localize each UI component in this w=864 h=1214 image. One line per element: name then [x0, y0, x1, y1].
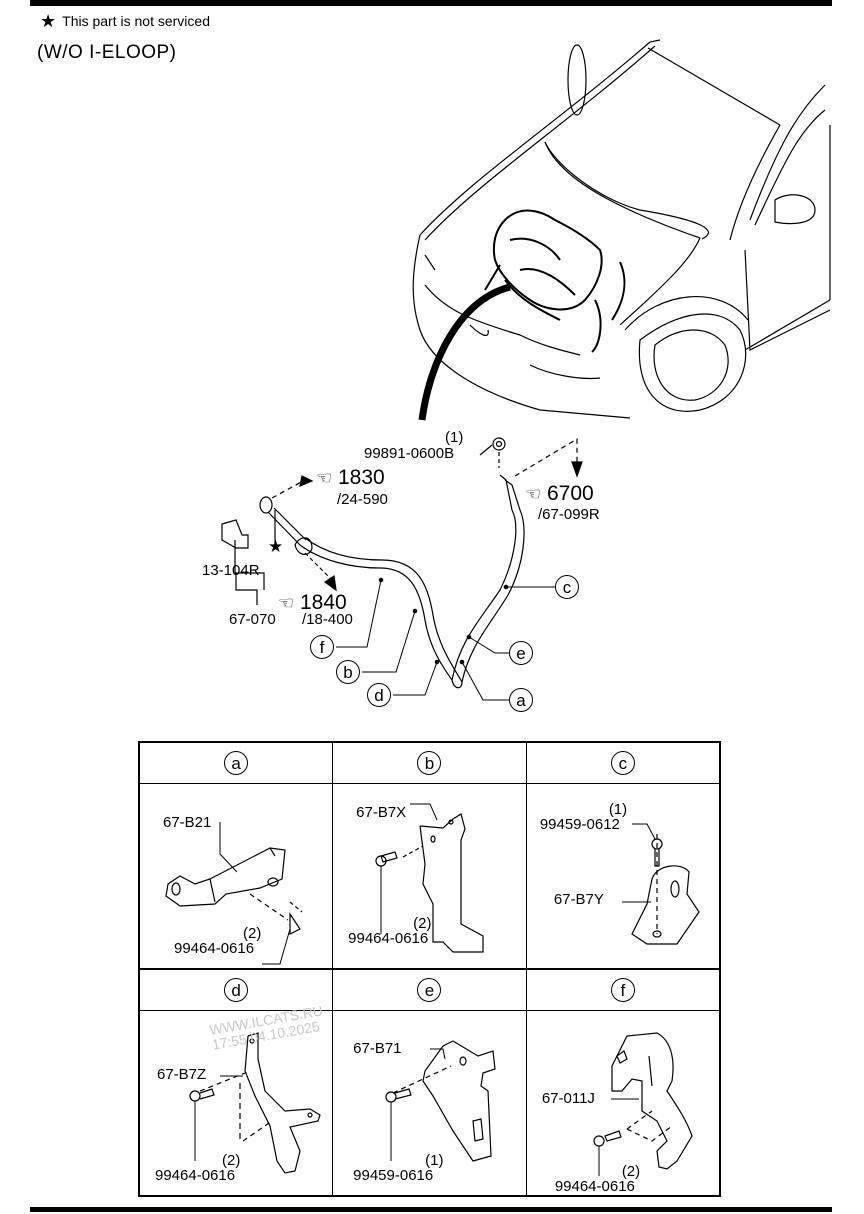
part-13-104r-shape	[221, 519, 265, 605]
hand-pointer-icon: ☜	[278, 593, 295, 613]
variant-label: (W/O I-ELOOP)	[37, 42, 177, 63]
bracket-67-b71-drawing	[385, 1040, 496, 1162]
detail-header-f: f	[525, 968, 721, 1011]
ref-1840-sub[interactable]: /18-400	[302, 611, 353, 628]
hand-pointer-icon: ☜	[316, 468, 333, 488]
detail-header-b: b	[332, 741, 527, 784]
detail-key-b[interactable]: b	[417, 751, 442, 775]
detail-cell-b: 67-B7X (2) 99464-0616	[332, 783, 527, 970]
harness-tube	[451, 474, 525, 689]
ref-6700[interactable]: ☜ 6700	[525, 483, 594, 504]
part-67-011j[interactable]: 67-011J	[541, 1090, 595, 1107]
nut-qty: (1)	[445, 429, 464, 446]
bolt-qty-a: (2)	[243, 925, 262, 942]
legend-note-text: This part is not serviced	[62, 13, 210, 29]
ref-1830-sub[interactable]: /24-590	[337, 491, 388, 508]
part-67-b71[interactable]: 67-B71	[353, 1040, 402, 1057]
star-icon: ★	[268, 537, 284, 556]
legend-note: ★ This part is not serviced	[40, 12, 210, 30]
detail-header-c: c	[525, 741, 721, 784]
hand-pointer-icon: ☜	[525, 484, 542, 504]
detail-cell-a: 67-B21 (2) 99464-0616	[138, 783, 334, 970]
bolt-c[interactable]: 99459-0612	[539, 816, 620, 833]
connector-1830	[259, 475, 314, 546]
bolt-qty-e: (1)	[425, 1152, 444, 1169]
nut-icon	[492, 437, 506, 451]
ref-1840-number: 1840	[299, 591, 347, 614]
bracket-67-b21-drawing	[165, 822, 303, 965]
engine-harness	[484, 209, 626, 353]
detail-header-a: a	[138, 741, 334, 784]
detail-header-e: e	[332, 968, 527, 1011]
bracket-67-b7x-drawing	[375, 803, 484, 953]
bracket-67-b7y-drawing	[621, 823, 700, 945]
callout-a[interactable]: a	[509, 688, 533, 712]
ref-1840[interactable]: ☜ 1840	[278, 592, 347, 613]
detail-key-e[interactable]: e	[417, 978, 442, 1002]
callout-c[interactable]: c	[555, 575, 579, 599]
detail-key-f[interactable]: f	[610, 978, 635, 1002]
bracket-67-b7z-drawing	[189, 1032, 321, 1174]
detail-table: a b c 67-B21 (2) 99464-0616	[138, 741, 721, 1197]
detail-key-a[interactable]: a	[224, 751, 249, 775]
harness-tube-left	[299, 537, 463, 683]
nut-part-number[interactable]: 99891-0600B	[364, 445, 455, 462]
ref-6700-sub[interactable]: /67-099R	[538, 506, 600, 523]
detail-key-c[interactable]: c	[610, 751, 635, 775]
bolt-a[interactable]: 99464-0616	[174, 940, 255, 957]
callout-b[interactable]: b	[336, 660, 360, 684]
callout-leaders	[336, 577, 555, 701]
ref-1830[interactable]: ☜ 1830	[316, 467, 385, 488]
detail-cell-d: 67-B7Z (2) 99464-0616	[138, 1010, 334, 1197]
vehicle-outline	[412, 39, 831, 419]
detail-cell-e: 67-B71 (1) 99459-0616	[332, 1010, 527, 1197]
part-13-104r[interactable]: 13-104R	[202, 562, 260, 579]
part-67-070[interactable]: 67-070	[229, 611, 276, 628]
part-67-b7z[interactable]: 67-B7Z	[157, 1066, 207, 1083]
star-icon: ★	[40, 11, 57, 31]
bolt-qty-f: (2)	[621, 1163, 641, 1180]
part-67-b21[interactable]: 67-B21	[163, 814, 212, 831]
ref-6700-number: 6700	[546, 482, 594, 505]
bolt-qty-d: (2)	[222, 1152, 241, 1169]
main-illustration	[221, 39, 831, 701]
part-67-b7y[interactable]: 67-B7Y	[553, 891, 604, 908]
bolt-d[interactable]: 99464-0616	[155, 1167, 236, 1184]
callout-f[interactable]: f	[310, 635, 334, 659]
locator-sweep	[418, 283, 511, 421]
detail-cell-f: 67-011J (2) 99464-0616	[525, 1010, 721, 1197]
detail-key-d[interactable]: d	[224, 978, 249, 1002]
callout-d[interactable]: d	[367, 683, 391, 707]
bracket-67-011j-drawing	[593, 1032, 693, 1176]
callout-e[interactable]: e	[509, 641, 533, 665]
bolt-f[interactable]: 99464-0616	[554, 1178, 635, 1195]
part-67-b7x[interactable]: 67-B7X	[356, 804, 407, 821]
bottom-rule	[30, 1207, 832, 1212]
detail-cell-c: (1) 99459-0612 67-B7Y	[525, 783, 721, 970]
bolt-e[interactable]: 99459-0616	[353, 1167, 434, 1184]
bolt-b[interactable]: 99464-0616	[348, 930, 429, 947]
bolt-qty-b: (2)	[413, 915, 432, 932]
ref-1830-number: 1830	[337, 466, 385, 489]
top-rule	[30, 0, 832, 6]
bolt-qty-c: (1)	[608, 801, 628, 818]
detail-header-d: d	[138, 968, 334, 1011]
